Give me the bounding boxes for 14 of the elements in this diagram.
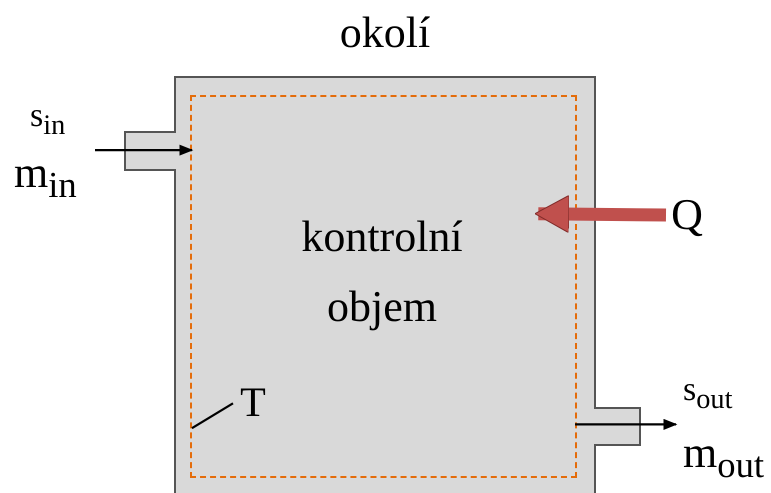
surroundings-label: okolí: [338, 8, 432, 59]
inlet-entropy-label: s$_{in}$: [30, 96, 66, 142]
control-volume-boundary: [190, 95, 577, 478]
region-label: kontrolní objem: [300, 211, 464, 334]
outlet-mass-label: m$_{out}$: [683, 428, 764, 486]
heat-label: Q: [666, 190, 708, 240]
vessel-drawing: [125, 77, 641, 493]
inlet-arrow: [95, 144, 194, 156]
outlet-entropy-label: s$_{out}$: [683, 370, 732, 416]
leader-line: [191, 402, 234, 430]
inlet-mass-label: m$_{in}$: [14, 148, 77, 206]
boundary-label: T: [235, 380, 271, 426]
heat-arrow: [534, 194, 666, 234]
outlet-arrow: [575, 418, 678, 430]
